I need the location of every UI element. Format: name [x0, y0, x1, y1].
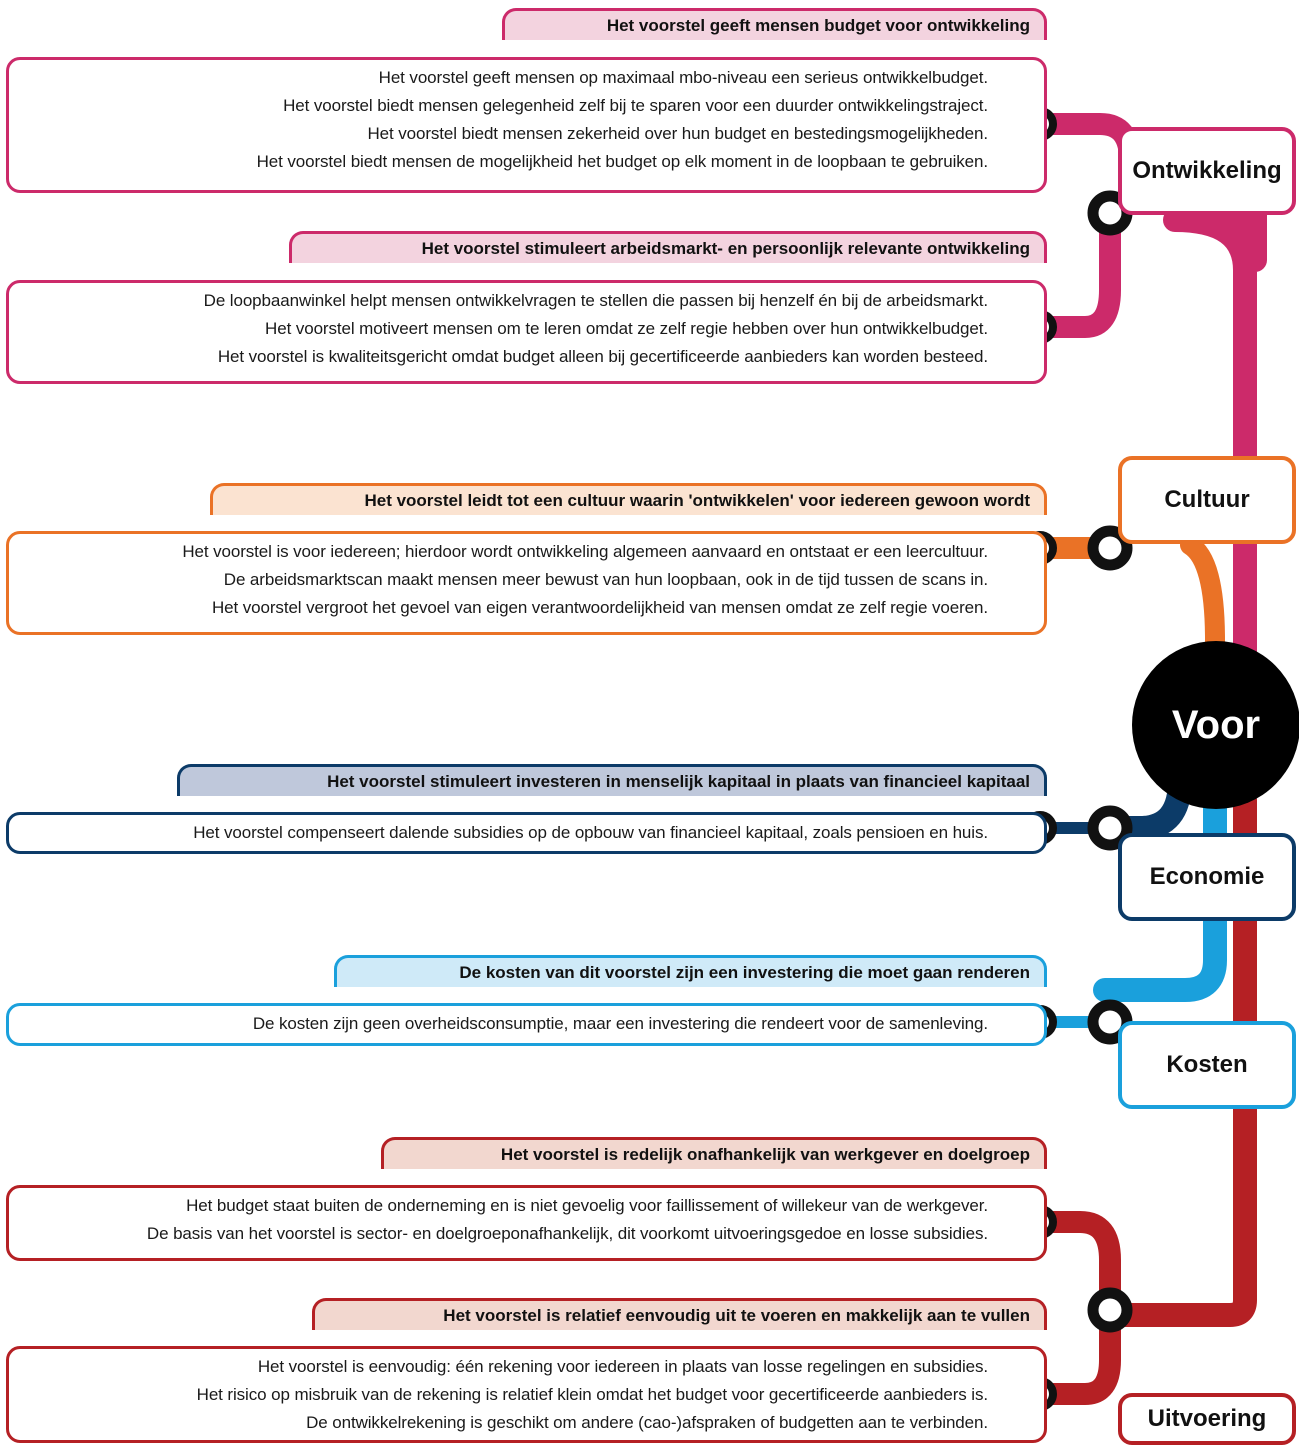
- connector-uitvoering-group2: [1039, 1309, 1121, 1405]
- group-items-box: Het voorstel geeft mensen op maximaal mb…: [6, 57, 1047, 193]
- center-node: Voor: [1132, 641, 1299, 809]
- group-items-box: Het budget staat buiten de onderneming e…: [6, 1185, 1047, 1261]
- group-items-box: Het voorstel is eenvoudig: één rekening …: [6, 1346, 1047, 1443]
- category-ring-icon: [1087, 805, 1133, 851]
- list-item: Het voorstel biedt mensen gelegenheid ze…: [283, 96, 988, 115]
- group-header: Het voorstel leidt tot een cultuur waari…: [210, 483, 1047, 515]
- list-item: Het voorstel is voor iedereen; hierdoor …: [182, 542, 988, 561]
- list-item: Het voorstel motiveert mensen om te lere…: [265, 319, 988, 338]
- list-item: Het voorstel geeft mensen op maximaal mb…: [378, 68, 988, 87]
- trunk-ontwikkeling: [1163, 148, 1267, 672]
- list-item: Het budget staat buiten de onderneming e…: [186, 1196, 988, 1215]
- list-item: De kosten zijn geen overheidsconsumptie,…: [252, 1014, 988, 1033]
- trunk-cultuur: [1180, 535, 1225, 710]
- category-economie: Economie: [1118, 833, 1296, 921]
- category-ring-icon: [1087, 1287, 1133, 1333]
- group-header: Het voorstel geeft mensen budget voor on…: [502, 8, 1047, 40]
- list-item: De basis van het voorstel is sector- en …: [146, 1224, 988, 1243]
- list-item: Het voorstel biedt mensen zekerheid over…: [367, 124, 988, 143]
- category-uitvoering: Uitvoering: [1118, 1393, 1296, 1445]
- connector-uitvoering-group1: [1039, 1211, 1121, 1311]
- list-item: De arbeidsmarktscan maakt mensen meer be…: [223, 570, 988, 589]
- list-item: Het voorstel is eenvoudig: één rekening …: [257, 1357, 988, 1376]
- group-items-box: Het voorstel compenseert dalende subsidi…: [6, 812, 1047, 854]
- group-header: Het voorstel is redelijk onafhankelijk v…: [381, 1137, 1047, 1169]
- category-ring-icon: [1087, 525, 1133, 571]
- group-items-box: De loopbaanwinkel helpt mensen ontwikkel…: [6, 280, 1047, 384]
- group-items-box: Het voorstel is voor iedereen; hierdoor …: [6, 531, 1047, 635]
- category-kosten: Kosten: [1118, 1021, 1296, 1109]
- category-cultuur: Cultuur: [1118, 456, 1296, 544]
- group-header: Het voorstel stimuleert investeren in me…: [177, 764, 1047, 796]
- group-header: Het voorstel is relatief eenvoudig uit t…: [312, 1298, 1047, 1330]
- trunk-uitvoering: [1108, 788, 1257, 1327]
- list-item: De ontwikkelrekening is geschikt om ande…: [306, 1413, 988, 1432]
- list-item: Het voorstel compenseert dalende subsidi…: [193, 823, 988, 842]
- group-items-box: De kosten zijn geen overheidsconsumptie,…: [6, 1003, 1047, 1046]
- list-item: Het voorstel vergroot het gevoel van eig…: [211, 598, 988, 617]
- trunk-kosten: [1093, 778, 1227, 1002]
- category-ontwikkeling: Ontwikkeling: [1118, 127, 1296, 215]
- group-header: Het voorstel stimuleert arbeidsmarkt- en…: [289, 231, 1047, 263]
- list-item: Het risico op misbruik van de rekening i…: [196, 1385, 988, 1404]
- connector-ontwikkeling-group2: [1039, 219, 1121, 338]
- list-item: Het voorstel is kwaliteitsgericht omdat …: [217, 347, 988, 366]
- list-item: Het voorstel biedt mensen de mogelijkhei…: [256, 152, 989, 171]
- group-header: De kosten van dit voorstel zijn een inve…: [334, 955, 1047, 987]
- list-item: De loopbaanwinkel helpt mensen ontwikkel…: [203, 291, 988, 310]
